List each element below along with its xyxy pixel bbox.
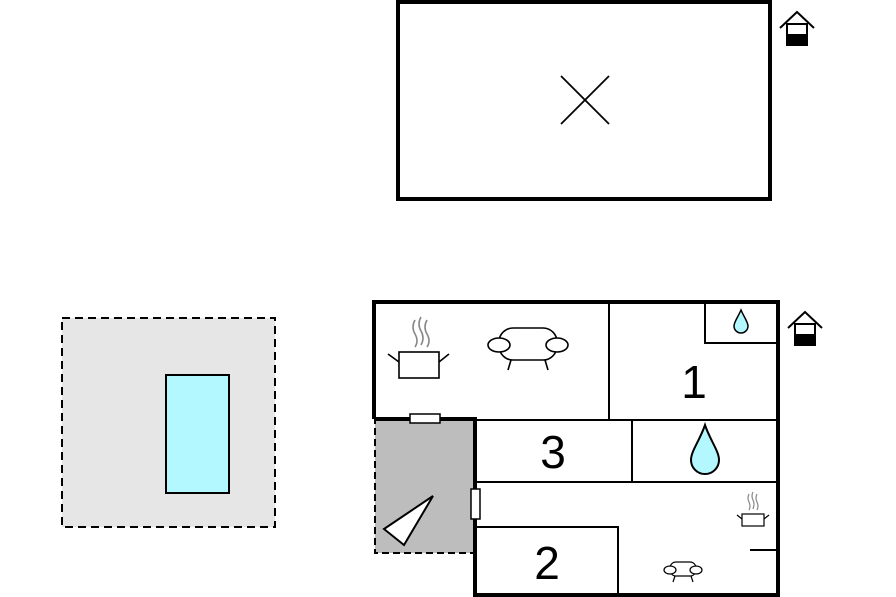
interior-walls	[476, 302, 778, 595]
sofa-icon	[663, 561, 703, 583]
water-drop-icon	[733, 308, 749, 334]
sofa-icon	[487, 327, 569, 371]
pool-icon	[165, 374, 230, 494]
outer-walls	[372, 300, 780, 597]
cooking-pot-icon	[736, 491, 770, 527]
window	[409, 413, 441, 424]
house-ground-floor-icon	[787, 310, 823, 346]
pool-area	[61, 317, 276, 528]
room-number-3: 3	[540, 426, 566, 478]
cross-icon	[560, 75, 610, 125]
cooking-pot-icon	[387, 316, 450, 379]
terrace-triangle-icon	[382, 495, 434, 547]
house-upper-floor-icon	[779, 10, 815, 46]
room-number-1: 1	[681, 356, 707, 408]
upper-floor	[396, 0, 815, 201]
room-number-2: 2	[534, 537, 560, 589]
door	[470, 488, 481, 520]
water-drop-icon	[689, 421, 721, 475]
ground-floor: 1 3 2	[372, 300, 823, 597]
